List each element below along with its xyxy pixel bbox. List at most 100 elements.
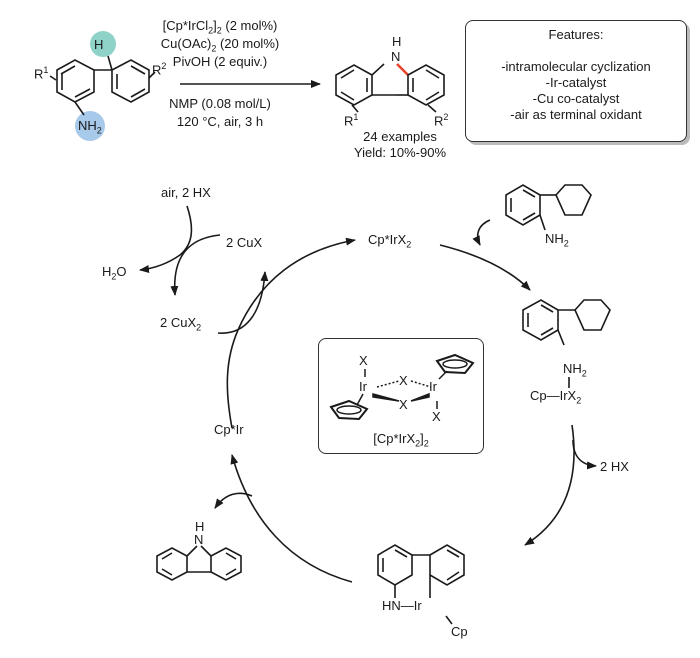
carbazole-n: N: [194, 532, 204, 547]
reactant-ring-left: [56, 59, 95, 103]
reactant-ring-right: [111, 59, 150, 103]
water-label: H2O: [102, 264, 127, 285]
cap-sub2: 2: [423, 438, 429, 449]
byproduct-hx: 2 HX: [600, 459, 629, 474]
air-in-arrow: [139, 205, 193, 273]
reactant-nh2: NH2: [78, 118, 102, 139]
feature-item: -air as terminal oxidant: [510, 107, 642, 122]
metallacycle-cp: Cp: [451, 624, 468, 639]
water-o: O: [116, 264, 127, 279]
dimer-ir-left: Ir: [359, 379, 367, 394]
condition-cocatalyst: Cu(OAc)2 (20 mol%): [145, 36, 295, 57]
product-n: N: [391, 49, 401, 64]
cap-b: ]: [420, 431, 424, 446]
r2-sup: 2: [161, 61, 167, 71]
cpirx2-text: Cp*IrX: [368, 232, 407, 247]
substrate-entry-arrow: [472, 219, 491, 246]
condition-additive: PivOH (2 equiv.): [172, 54, 268, 69]
r1-text: R: [34, 66, 44, 82]
catalyst-dimer-box: X Ir X X Ir X [Cp*IrX2]2: [318, 338, 484, 454]
product-nh-h: H: [392, 34, 402, 49]
p-r2-sup: 2: [443, 112, 449, 122]
features-title: Features:: [548, 27, 604, 42]
complex-amine-ir: [522, 299, 611, 388]
dimer-ir-right: Ir: [429, 379, 437, 394]
main-cycle-arc-left: [226, 329, 239, 429]
cocat-sub: 2: [211, 43, 217, 54]
cx-nh2-sub: 2: [581, 368, 587, 379]
main-cycle-arc-bottom: [230, 454, 353, 583]
p-r1-text: R: [344, 113, 354, 129]
cux2-label: 2 CuX2: [160, 315, 201, 336]
dimer-x-top-left: X: [359, 353, 368, 368]
nh2-highlight: [75, 111, 105, 141]
cat-a: [Cp*IrCl: [162, 18, 209, 33]
cx-metal-text: Cp—IrX: [530, 388, 577, 403]
sub-nh2-text: NH: [545, 231, 564, 246]
reactant-r1: R1: [34, 63, 48, 81]
cux-to-cux2-arrow: [170, 234, 221, 296]
cux2-sub: 2: [196, 322, 202, 333]
cocat-a: Cu(OAc): [160, 36, 212, 51]
hx-release-arrow: [572, 439, 597, 470]
dimer-structure: [329, 353, 475, 421]
cp-ring-right: [435, 353, 475, 375]
cp-ring-left: [329, 399, 369, 421]
water-h: H: [102, 264, 112, 279]
product-yield: Yield: 10%-90%: [353, 145, 446, 160]
condition-catalyst: [Cp*IrCl2]2 (2 mol%): [145, 18, 295, 39]
dimer-x-bridge-bottom: X: [399, 397, 408, 412]
dimer-x-bottom-right: X: [432, 409, 441, 424]
metallacycle-hn-ir: HN—Ir: [382, 598, 422, 613]
r1-sup: 1: [43, 65, 49, 75]
product-carbazole: [335, 63, 445, 113]
h-highlight: [90, 31, 116, 57]
cux2-text: 2 CuX: [160, 315, 197, 330]
cp-ir-label: Cp*Ir: [214, 422, 244, 437]
p-r2-text: R: [434, 113, 444, 129]
water-sub: 2: [111, 271, 117, 282]
product-r1: R1: [344, 110, 358, 128]
air-hx-label: air, 2 HX: [161, 185, 211, 200]
nh2-sub: 2: [96, 125, 102, 136]
cap-sub1: 2: [415, 438, 421, 449]
r2-text: R: [152, 62, 162, 78]
product-examples: 24 examples: [363, 129, 437, 144]
carbazole-product-cycle: [156, 545, 242, 581]
feature-item: -intramolecular cyclization: [501, 59, 651, 74]
complex-nh2: NH2: [563, 361, 587, 382]
main-cycle-arc-top: [237, 237, 356, 331]
cat-b: ]: [213, 18, 217, 33]
feature-item: -Ir-catalyst: [545, 75, 607, 90]
main-cycle-arc-right: [524, 424, 575, 546]
p-r1-sup: 1: [353, 112, 359, 122]
reactant-r2: R2: [152, 59, 166, 77]
cat-sub1: 2: [208, 25, 214, 36]
sub-nh2-sub: 2: [563, 238, 569, 249]
cat-sub2: 2: [216, 25, 222, 36]
complex-cp-irx2: Cp—IrX2: [530, 388, 581, 409]
nh2-text: NH: [78, 118, 97, 133]
cp-irx2-label: Cp*IrX2: [368, 232, 411, 253]
substrate-nh2: NH2: [545, 231, 569, 252]
reactant-h-label: H: [94, 37, 104, 52]
cux-label: 2 CuX: [226, 235, 263, 250]
cocat-b: (20 mol%): [216, 36, 280, 51]
cux2-to-cux-arrow: [217, 271, 269, 334]
carbazole-h: H: [195, 519, 205, 534]
dimer-x-bridge-top: X: [399, 373, 408, 388]
substrate-aminobiphenyl: [505, 184, 592, 231]
feature-item: -Cu co-catalyst: [532, 91, 620, 106]
carbazole-release-arrow: [214, 492, 253, 509]
condition-solvent: NMP (0.08 mol/L): [169, 96, 271, 111]
condition-temperature: 120 °C, air, 3 h: [176, 114, 264, 129]
features-box: Features: -intramolecular cyclization -I…: [465, 20, 687, 142]
cap-a: [Cp*IrX: [373, 431, 416, 446]
product-r2: R2: [434, 110, 448, 128]
metallacycle: [377, 544, 465, 625]
cx-nh2-text: NH: [563, 361, 582, 376]
main-cycle-arc-right-top: [439, 244, 531, 291]
cat-c: (2 mol%): [221, 18, 278, 33]
